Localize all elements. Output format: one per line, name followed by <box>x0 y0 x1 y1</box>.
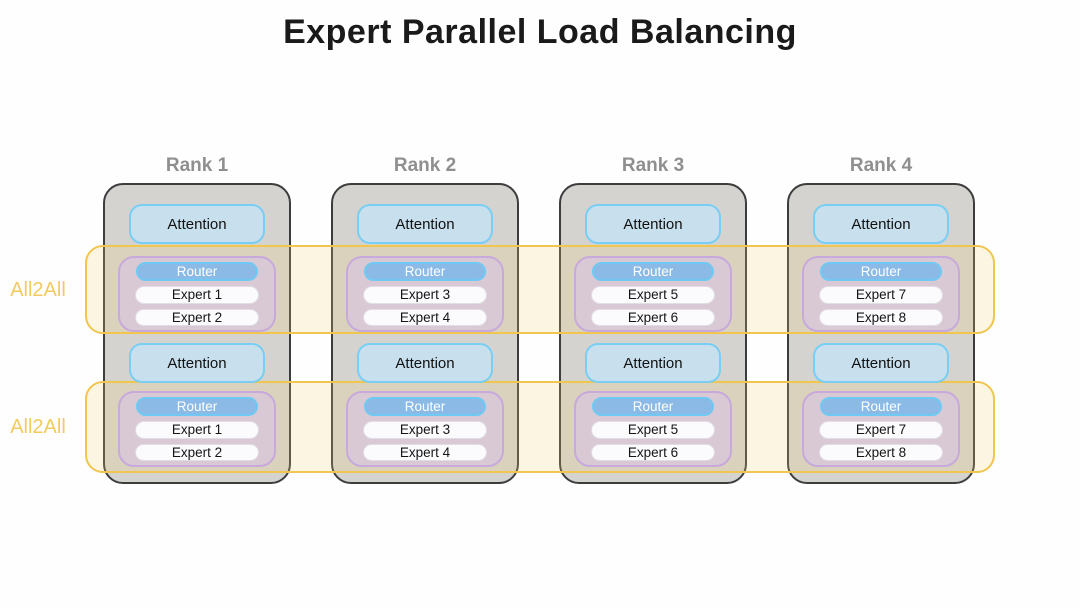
expert-block: Expert 7 <box>819 421 943 439</box>
all2all-label-bottom: All2All <box>10 416 66 438</box>
attention-block: Attention <box>585 343 721 383</box>
rank-2-label: Rank 2 <box>393 155 457 176</box>
expert-block: Expert 4 <box>363 308 487 326</box>
attention-block: Attention <box>585 204 721 244</box>
expert-block: Expert 5 <box>591 421 715 439</box>
moe-group: Router Expert 7 Expert 8 <box>802 256 960 332</box>
router-block: Router <box>820 397 942 417</box>
expert-block: Expert 2 <box>135 443 259 461</box>
router-block: Router <box>364 262 486 282</box>
moe-group: Router Expert 3 Expert 4 <box>346 391 504 467</box>
moe-group: Router Expert 3 Expert 4 <box>346 256 504 332</box>
attention-block: Attention <box>357 204 493 244</box>
rank-3-label: Rank 3 <box>621 155 685 176</box>
attention-block: Attention <box>357 343 493 383</box>
expert-block: Expert 8 <box>819 308 943 326</box>
all2all-label-top: All2All <box>10 279 66 301</box>
rank-4-label: Rank 4 <box>849 155 913 176</box>
moe-group: Router Expert 1 Expert 2 <box>118 256 276 332</box>
attention-block: Attention <box>129 204 265 244</box>
expert-block: Expert 3 <box>363 421 487 439</box>
expert-block: Expert 6 <box>591 443 715 461</box>
diagram-title: Expert Parallel Load Balancing <box>283 13 797 51</box>
router-block: Router <box>364 397 486 417</box>
attention-block: Attention <box>813 204 949 244</box>
expert-block: Expert 7 <box>819 286 943 304</box>
moe-group: Router Expert 5 Expert 6 <box>574 256 732 332</box>
rank-1-label: Rank 1 <box>165 155 229 176</box>
moe-group: Router Expert 1 Expert 2 <box>118 391 276 467</box>
moe-group: Router Expert 7 Expert 8 <box>802 391 960 467</box>
expert-block: Expert 2 <box>135 308 259 326</box>
moe-group: Router Expert 5 Expert 6 <box>574 391 732 467</box>
expert-block: Expert 4 <box>363 443 487 461</box>
router-block: Router <box>592 262 714 282</box>
attention-block: Attention <box>129 343 265 383</box>
router-block: Router <box>136 262 258 282</box>
router-block: Router <box>820 262 942 282</box>
expert-block: Expert 1 <box>135 421 259 439</box>
expert-block: Expert 1 <box>135 286 259 304</box>
expert-block: Expert 3 <box>363 286 487 304</box>
router-block: Router <box>592 397 714 417</box>
attention-block: Attention <box>813 343 949 383</box>
expert-block: Expert 5 <box>591 286 715 304</box>
router-block: Router <box>136 397 258 417</box>
expert-block: Expert 6 <box>591 308 715 326</box>
expert-block: Expert 8 <box>819 443 943 461</box>
